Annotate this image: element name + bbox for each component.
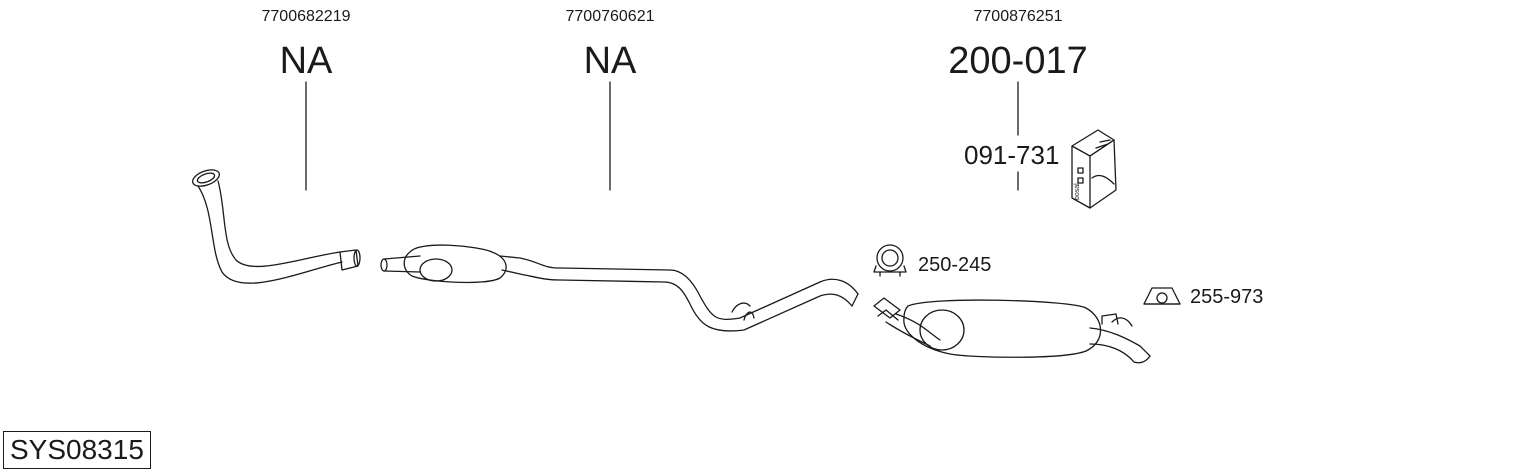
oem-number-1: 7700682219 <box>261 8 351 25</box>
bosal-number-1: NA <box>279 40 333 82</box>
box-brand-label: bosal <box>1074 183 1081 200</box>
oem-number-3: 7700876251 <box>973 8 1063 25</box>
front-pipe <box>191 169 361 284</box>
clamp-part-number: 250-245 <box>918 254 992 276</box>
oem-number-2: 7700760621 <box>565 8 655 25</box>
rubber-mount-icon <box>1143 287 1181 305</box>
rubber-mount-part-number: 255-973 <box>1190 286 1264 308</box>
bosal-box-icon <box>1071 129 1117 209</box>
middle-pipe <box>380 244 859 332</box>
kit-number: 091-731 <box>964 140 1060 170</box>
bosal-number-3: 200-017 <box>948 40 1088 82</box>
rear-silencer <box>873 297 1151 364</box>
bosal-number-2: NA <box>583 40 637 82</box>
system-id: SYS08315 <box>3 431 151 469</box>
clamp-icon <box>873 244 907 277</box>
